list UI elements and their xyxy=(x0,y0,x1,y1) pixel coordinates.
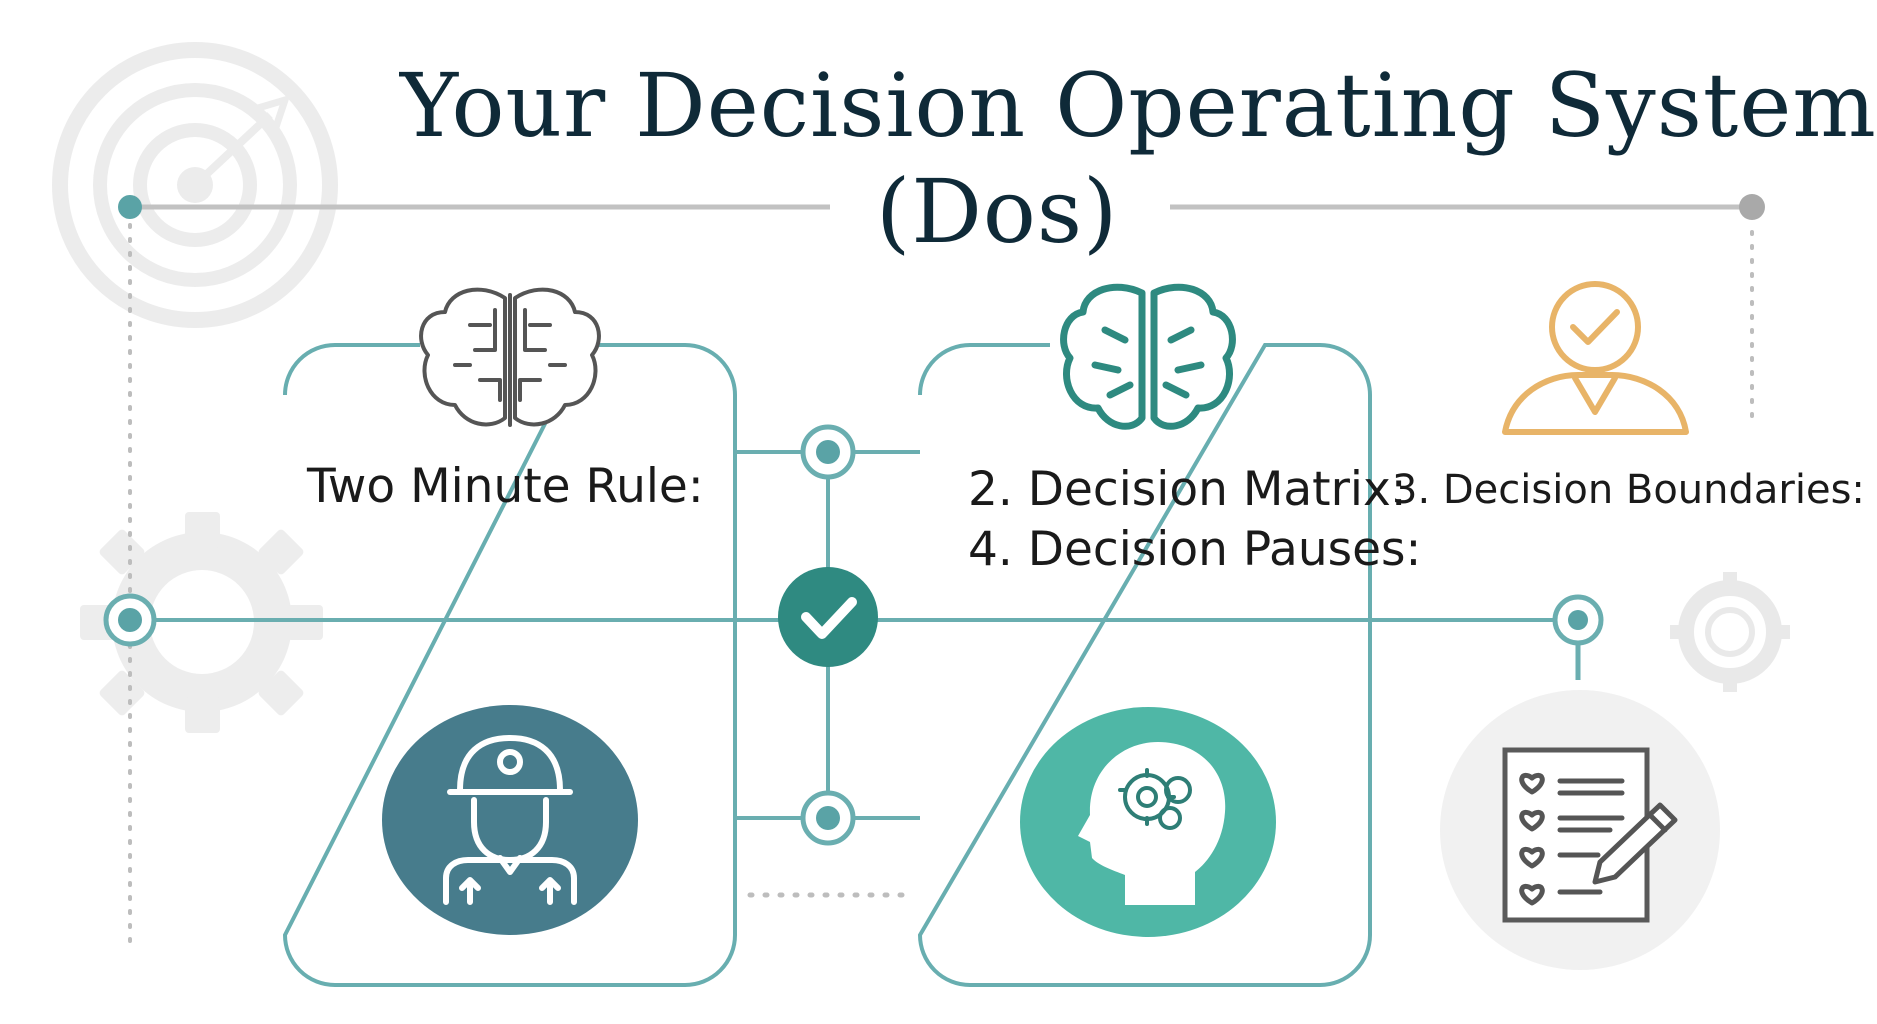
brain-outline-icon xyxy=(419,287,601,427)
page-title: Your Decision Operating System xyxy=(400,54,1877,157)
checklist-icon xyxy=(1440,690,1720,970)
left-node xyxy=(103,593,157,647)
decision-boundaries-label: 3. Decision Boundaries: xyxy=(1392,467,1865,513)
left-card xyxy=(282,343,737,987)
decision-pauses-label: 4. Decision Pauses: xyxy=(968,522,1422,577)
top-node xyxy=(800,424,856,480)
two-minute-rule-label: Two Minute Rule: xyxy=(307,459,704,514)
decision-matrix-label: 2. Decision Matrix: xyxy=(968,462,1407,517)
right-node xyxy=(1552,594,1604,680)
target-background-icon xyxy=(52,42,338,328)
worker-icon xyxy=(382,705,638,935)
head-with-gears-icon xyxy=(1020,707,1276,937)
brain-icon xyxy=(1060,283,1236,430)
diagram-graphics xyxy=(52,42,1790,987)
bottom-node xyxy=(800,790,856,846)
approved-person-icon xyxy=(1502,281,1689,435)
right-card xyxy=(917,343,1372,987)
diagram-canvas: Your Decision Operating System (Dos) Two… xyxy=(52,42,1876,987)
page-title-acronym: (Dos) xyxy=(876,160,1119,263)
header-connector xyxy=(118,194,1765,220)
check-circle-icon xyxy=(778,567,878,667)
small-gear-background-icon xyxy=(1670,572,1790,692)
